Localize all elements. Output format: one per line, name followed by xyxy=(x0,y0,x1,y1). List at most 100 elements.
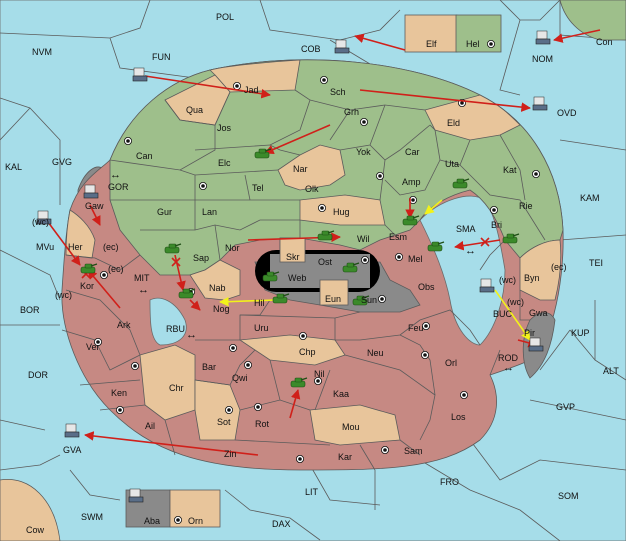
province-labels: Jad Sch Qua Jos Grh Eld Can Elc Nar Yok … xyxy=(26,37,613,535)
label-eld: Eld xyxy=(447,118,460,128)
coast-her-ec: (ec) xyxy=(103,242,119,252)
sea-label-kup: KUP xyxy=(571,328,590,338)
label-ken: Ken xyxy=(111,388,127,398)
label-jad: Jad xyxy=(244,85,259,95)
label-chr: Chr xyxy=(169,383,184,393)
label-aba: Aba xyxy=(144,516,160,526)
sea-label-gva: GVA xyxy=(63,445,81,455)
coast-gwa-wc: (wc) xyxy=(507,297,524,307)
bay-rbu xyxy=(149,297,187,346)
label-cow: Cow xyxy=(26,525,45,535)
label-uru: Uru xyxy=(254,323,269,333)
province-nar[interactable] xyxy=(277,144,346,191)
move-orders xyxy=(47,29,601,456)
label-elc: Elc xyxy=(218,158,231,168)
province-eun-top xyxy=(319,279,349,306)
province-elf[interactable] xyxy=(404,14,458,53)
label-sch: Sch xyxy=(330,87,346,97)
province-nab[interactable] xyxy=(189,259,241,301)
green-borders xyxy=(109,89,546,271)
label-orn: Orn xyxy=(188,516,203,526)
label-qua: Qua xyxy=(186,105,203,115)
sea-label-tei: TEI xyxy=(589,258,603,268)
label-hel: Hel xyxy=(466,39,480,49)
canal-symbols: ↔ ↔ ↔ ↔ ↔ xyxy=(110,169,514,374)
label-bar: Bar xyxy=(202,362,216,372)
label-ail: Ail xyxy=(145,421,155,431)
label-orl: Orl xyxy=(445,358,457,368)
label-mel: Mel xyxy=(408,254,423,264)
label-web: Web xyxy=(288,273,306,283)
label-con: Con xyxy=(596,37,613,47)
sea-label-cob: COB xyxy=(301,44,321,54)
sea-label-dax: DAX xyxy=(272,519,291,529)
label-kar: Kar xyxy=(338,452,352,462)
coast-mvu-wc: (wc) xyxy=(32,217,49,227)
label-bri: Bri xyxy=(491,220,502,230)
label-ver: Ver xyxy=(86,342,100,352)
coast-kor-ec: (ec) xyxy=(108,264,124,274)
label-ark: Ark xyxy=(117,320,131,330)
province-skr-top xyxy=(279,237,306,263)
label-rie: Rie xyxy=(519,201,533,211)
province-jad[interactable] xyxy=(209,59,301,93)
coast-tags: (wc) (ec) (ec) (wc) (ec) (wc) (wc) xyxy=(32,217,567,307)
label-tel: Tel xyxy=(252,183,264,193)
sea-label-swm: SWM xyxy=(81,512,103,522)
label-rot: Rot xyxy=(255,419,270,429)
province-byn[interactable] xyxy=(519,239,562,301)
label-kor: Kor xyxy=(80,281,94,291)
sea-label-nvm: NVM xyxy=(32,47,52,57)
province-chp[interactable] xyxy=(238,334,346,366)
coast-kor-wc: (wc) xyxy=(55,290,72,300)
canal-rod: ↔ xyxy=(503,362,514,374)
sea-label-nom: NOM xyxy=(532,54,553,64)
label-gaw: Gaw xyxy=(85,201,104,211)
label-ost: Ost xyxy=(318,257,333,267)
label-wil: Wil xyxy=(357,234,370,244)
label-chp: Chp xyxy=(299,347,316,357)
label-los: Los xyxy=(451,412,466,422)
label-elf: Elf xyxy=(426,39,437,49)
label-nar: Nar xyxy=(293,164,308,174)
province-eld[interactable] xyxy=(424,94,521,141)
label-sun: Sun xyxy=(361,295,377,305)
label-nor: Nor xyxy=(225,243,240,253)
label-byn: Byn xyxy=(524,273,540,283)
sea-label-pol: POL xyxy=(216,12,234,22)
label-nil: Nil xyxy=(314,369,325,379)
label-gwa: Gwa xyxy=(529,308,548,318)
red-borders xyxy=(61,254,530,471)
sea-label-gvp: GVP xyxy=(556,402,575,412)
sea-label-ovd: OVD xyxy=(557,108,577,118)
label-olk: Olk xyxy=(305,184,319,194)
label-car: Car xyxy=(405,147,420,157)
canal-gor: ↔ xyxy=(110,169,121,181)
label-obs: Obs xyxy=(418,282,435,292)
province-con[interactable] xyxy=(559,0,626,41)
canal-mit: ↔ xyxy=(138,284,149,296)
sea-label-buc: BUC xyxy=(493,309,513,319)
sea-label-fro: FRO xyxy=(440,477,459,487)
sea-label-mit: MIT xyxy=(134,273,150,283)
label-feu: Feu xyxy=(408,323,424,333)
sea-label-gor: GOR xyxy=(108,182,129,192)
label-eun: Eun xyxy=(325,294,341,304)
sea-label-alt: ALT xyxy=(603,366,619,376)
label-grh: Grh xyxy=(344,107,359,117)
label-gur: Gur xyxy=(157,207,172,217)
canal-rbu: ↔ xyxy=(186,329,197,341)
label-hil: Hil xyxy=(254,298,265,308)
label-skr: Skr xyxy=(286,252,300,262)
label-nog: Nog xyxy=(213,304,230,314)
label-yok: Yok xyxy=(356,147,371,157)
label-kat: Kat xyxy=(503,165,517,175)
label-kaa: Kaa xyxy=(333,389,349,399)
canal-sma: ↔ xyxy=(465,245,476,257)
sea-label-gvg: GVG xyxy=(52,157,72,167)
label-qwi: Qwi xyxy=(232,373,248,383)
sea-label-fun: FUN xyxy=(152,52,171,62)
sea-label-lit: LIT xyxy=(305,487,319,497)
